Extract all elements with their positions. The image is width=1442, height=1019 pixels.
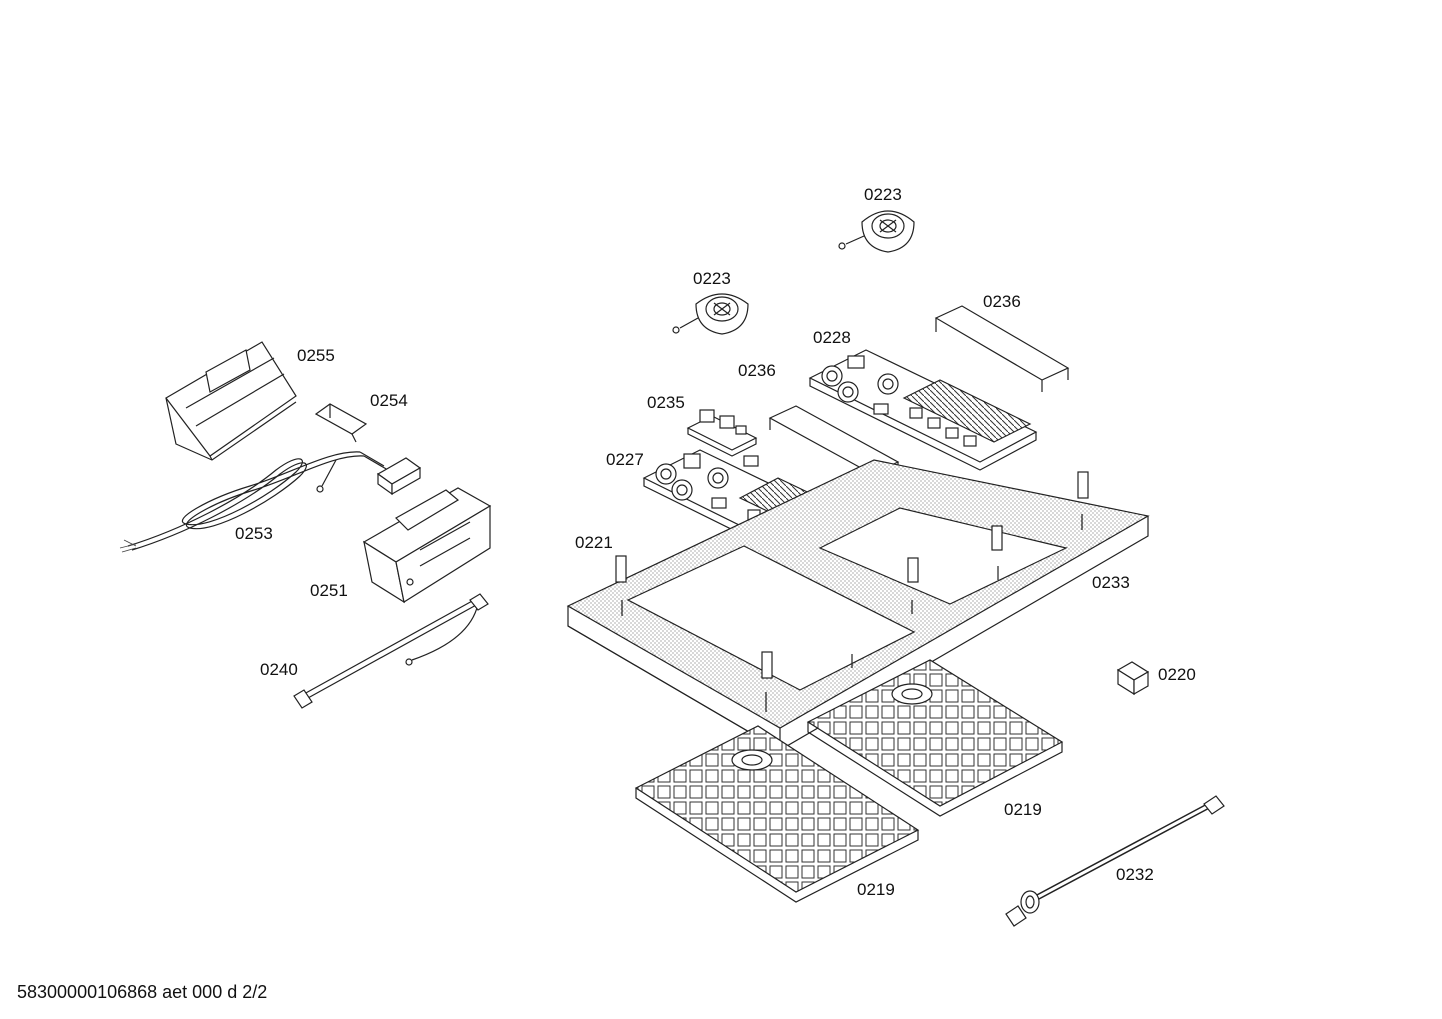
label-0235: 0235	[647, 393, 685, 412]
cable-0253	[119, 451, 422, 553]
label-0219-right: 0219	[1004, 800, 1042, 819]
label-0236-right: 0236	[983, 292, 1021, 311]
document-code: 58300000106868 aet 000 d 2/2	[17, 982, 267, 1002]
label-0254: 0254	[370, 391, 408, 410]
board-0235	[686, 409, 758, 457]
label-0223-top: 0223	[864, 185, 902, 204]
fan-0223-middle	[672, 293, 749, 335]
label-0232: 0232	[1116, 865, 1154, 884]
label-0233: 0233	[1092, 573, 1130, 592]
housing-0255	[165, 341, 297, 461]
clip-0254	[314, 403, 368, 443]
connector-0220	[1116, 661, 1150, 696]
fan-0223-top	[838, 210, 915, 253]
label-0251: 0251	[310, 581, 348, 600]
label-0253: 0253	[235, 524, 273, 543]
module-0251	[362, 487, 492, 604]
label-0220: 0220	[1158, 665, 1196, 684]
label-0221: 0221	[575, 533, 613, 552]
label-0219-left: 0219	[857, 880, 895, 899]
frame-0233	[566, 459, 1150, 751]
base-tray-0219-left	[634, 725, 920, 903]
label-0223-middle: 0223	[693, 269, 731, 288]
label-0227: 0227	[606, 450, 644, 469]
board-0228	[808, 349, 1038, 471]
base-tray-0219-right	[806, 659, 1064, 817]
label-0228: 0228	[813, 328, 851, 347]
label-0236-middle: 0236	[738, 361, 776, 380]
cable-0232	[1005, 795, 1225, 927]
cover-0236-right	[934, 305, 1070, 392]
cable-0240	[293, 593, 489, 709]
label-0255: 0255	[297, 346, 335, 365]
label-0240: 0240	[260, 660, 298, 679]
